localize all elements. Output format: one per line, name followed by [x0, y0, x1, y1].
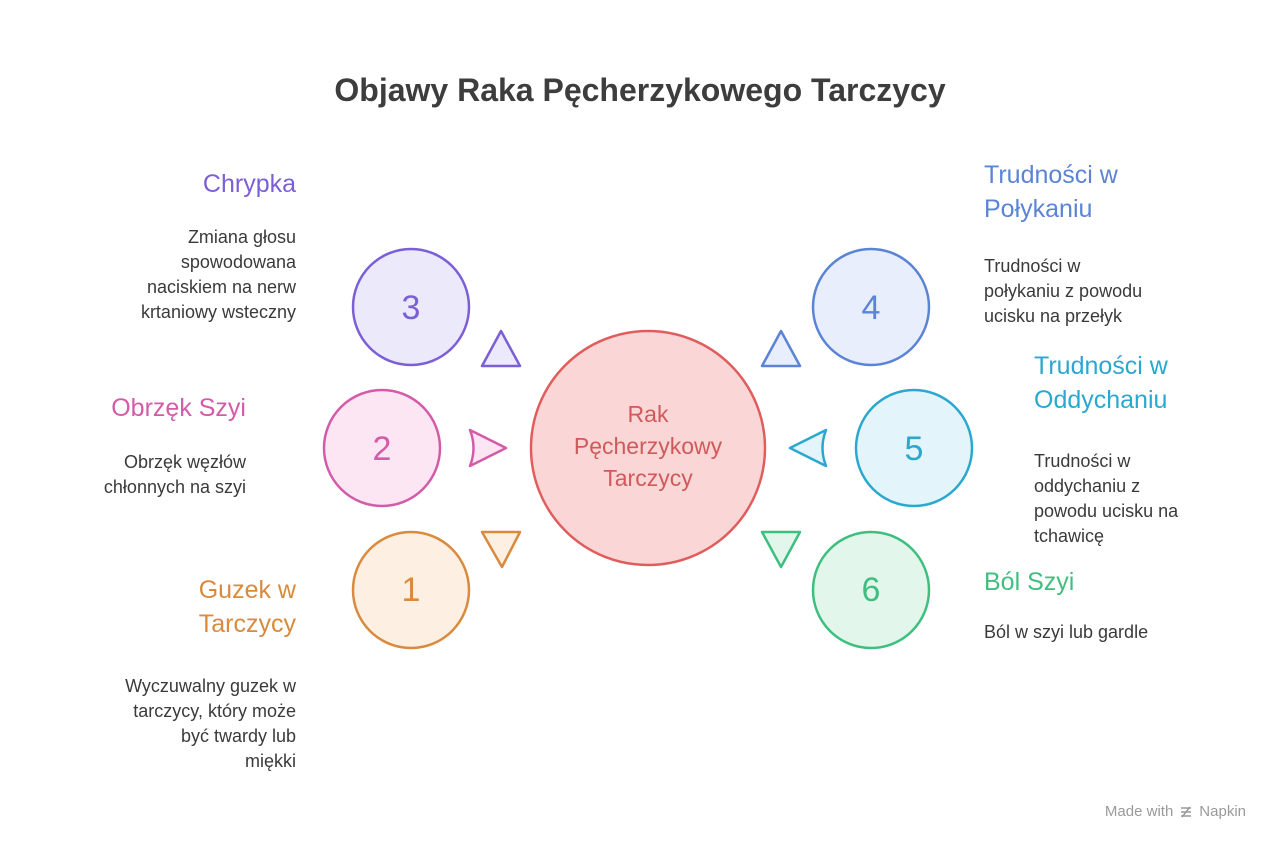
desc-2-line: Obrzęk węzłów — [123, 452, 246, 472]
desc-1: Wyczuwalny guzek w tarczycy, który może … — [125, 674, 296, 774]
heading-1: Guzek w Tarczycy — [199, 573, 296, 641]
desc-3-line: Zmiana głosu — [187, 227, 296, 247]
desc-5: Trudności w oddychaniu z powodu ucisku n… — [1034, 449, 1178, 549]
number-2: 2 — [373, 430, 392, 468]
number-6: 6 — [862, 571, 881, 609]
center-label-line1: Rak — [627, 401, 669, 427]
heading-5-line2: Oddychaniu — [1034, 386, 1168, 414]
circle-2 — [322, 388, 442, 508]
desc-6: Ból w szyi lub gardle — [984, 620, 1148, 645]
desc-4: Trudności w połykaniu z powodu ucisku na… — [984, 254, 1142, 329]
desc-3-line: krtaniowy wsteczny — [140, 302, 296, 322]
heading-4: Trudności w Połykaniu — [984, 158, 1118, 226]
number-4: 4 — [862, 289, 881, 327]
footer-made-with: Made with — [1104, 803, 1174, 820]
desc-5-line: oddychaniu z — [1034, 476, 1141, 496]
circle-5 — [854, 388, 974, 508]
footer-brand: Napkin — [1199, 803, 1246, 820]
heading-3: Chrypka — [202, 170, 296, 198]
desc-1-line: być twardy lub — [180, 726, 296, 746]
number-3: 3 — [402, 289, 421, 327]
center-label-line3: Tarczycy — [603, 465, 693, 491]
center-circle — [529, 329, 767, 567]
page-title: Objawy Raka Pęcherzykowego Tarczycy — [334, 72, 946, 108]
circle-4 — [811, 247, 931, 367]
arrow-3-icon — [480, 329, 522, 368]
arrow-6-icon — [760, 530, 802, 569]
center-label: Rak Pęcherzykowy Tarczycy — [548, 398, 748, 494]
heading-4-line2: Połykaniu — [984, 195, 1093, 223]
circle-3 — [351, 247, 471, 367]
desc-5-line: powodu ucisku na — [1034, 501, 1179, 521]
desc-2-line: chłonnych na szyi — [103, 477, 246, 497]
desc-3-line: spowodowana — [180, 252, 296, 272]
heading-5: Trudności w Oddychaniu — [1034, 349, 1168, 417]
circle-6 — [811, 530, 931, 650]
number-5: 5 — [905, 430, 924, 468]
desc-2: Obrzęk węzłów chłonnych na szyi — [104, 450, 246, 500]
desc-3: Zmiana głosu spowodowana naciskiem na ne… — [141, 225, 296, 325]
desc-4-line: połykaniu z powodu — [984, 281, 1143, 301]
desc-1-line: tarczycy, który może — [133, 701, 296, 721]
napkin-logo-icon — [1181, 806, 1192, 817]
desc-4-line: Trudności w — [984, 256, 1081, 276]
circle-1 — [351, 530, 471, 650]
desc-4-line: ucisku na przełyk — [984, 306, 1123, 326]
desc-1-line: miękki — [244, 751, 296, 771]
heading-4-line1: Trudności w — [984, 161, 1118, 189]
number-1: 1 — [402, 571, 421, 609]
desc-6-line: Ból w szyi lub gardle — [984, 622, 1149, 642]
desc-5-line: tchawicę — [1034, 526, 1105, 546]
desc-1-line: Wyczuwalny guzek w — [125, 676, 296, 696]
desc-5-line: Trudności w — [1034, 451, 1131, 471]
heading-6: Ból Szyi — [984, 568, 1075, 596]
heading-2: Obrzęk Szyi — [111, 394, 246, 422]
center-label-line2: Pęcherzykowy — [573, 433, 723, 459]
arrow-4-icon — [760, 329, 802, 368]
arrow-1-icon — [480, 530, 522, 569]
desc-3-line: naciskiem na nerw — [146, 277, 296, 297]
arrow-5-icon — [788, 428, 828, 468]
heading-1-line1: Guzek w — [198, 576, 296, 604]
footer-credit: Made with Napkin — [1105, 803, 1246, 820]
heading-5-line1: Trudności w — [1034, 352, 1168, 380]
heading-1-line2: Tarczycy — [198, 610, 296, 638]
arrow-2-icon — [468, 428, 508, 468]
